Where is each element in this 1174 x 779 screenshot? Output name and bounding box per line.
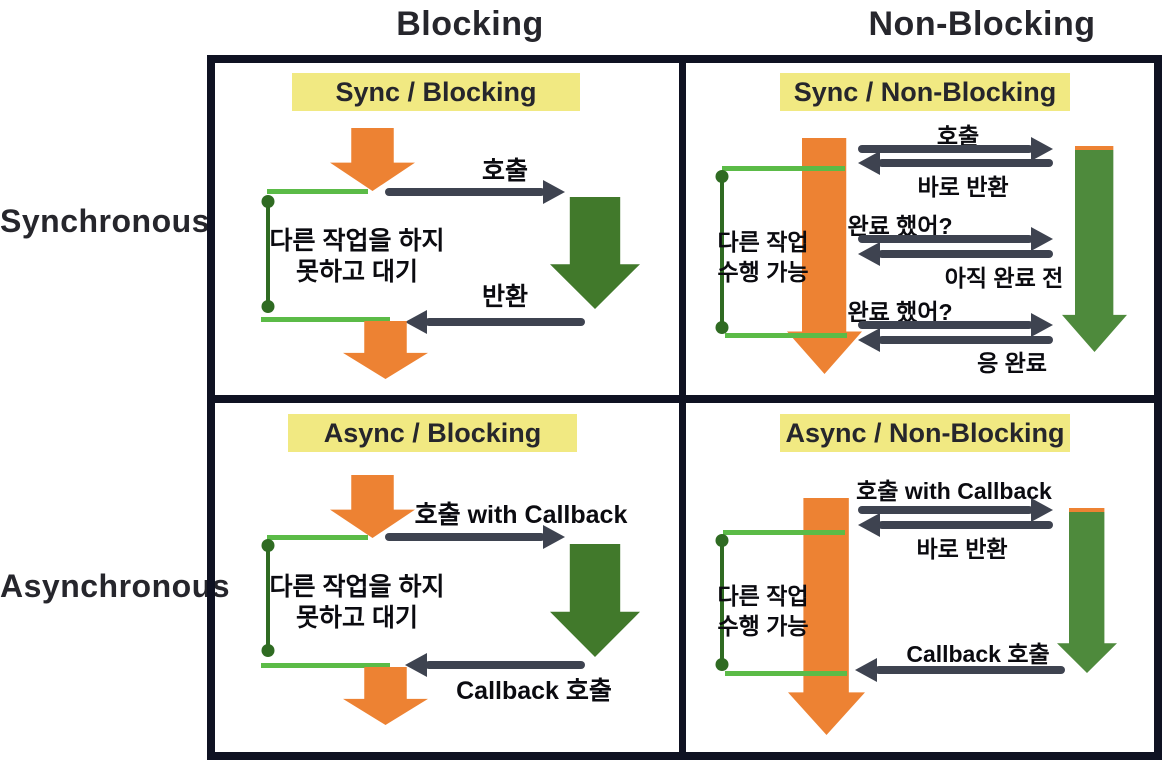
immediate-return-arrow-icon <box>878 521 1053 529</box>
resume-line <box>725 671 847 676</box>
call-with-callback-label: 호출 with Callback <box>856 478 1052 504</box>
row-header-synchronous: Synchronous <box>0 203 210 239</box>
grid-divider-vertical <box>679 55 686 760</box>
done-arrow-icon <box>878 336 1053 344</box>
free-work-line2: 수행 가능 <box>717 613 809 639</box>
title-sync-non-blocking: Sync / Non-Blocking <box>780 73 1070 111</box>
callback-arrow-icon <box>875 666 1065 674</box>
callback-arrow-icon <box>425 661 585 669</box>
title-async-blocking: Async / Blocking <box>288 414 577 452</box>
immediate-return-label: 바로 반환 <box>917 174 1009 200</box>
resume-line <box>261 663 390 668</box>
resume-line <box>267 189 368 194</box>
done-label: 응 완료 <box>977 350 1047 376</box>
free-work-text: 다른 작업 수행 가능 <box>711 227 815 287</box>
free-work-line1: 다른 작업 <box>717 229 809 255</box>
call-arrow-icon <box>385 188 545 196</box>
free-work-bracket-icon <box>720 540 724 665</box>
title-sync-blocking: Sync / Blocking <box>292 73 580 111</box>
call-arrow-icon <box>858 506 1033 514</box>
poll-arrow-icon <box>858 321 1033 329</box>
call-arrow-icon <box>858 145 1033 153</box>
not-done-label: 아직 완료 전 <box>944 265 1064 291</box>
call-with-callback-label: 호출 with Callback <box>414 501 628 529</box>
wait-text-line1: 다른 작업을 하지 <box>269 227 445 255</box>
immediate-return-label: 바로 반환 <box>916 536 1008 562</box>
resume-line <box>725 333 847 338</box>
free-work-bracket-icon <box>720 176 724 328</box>
callback-call-label: Callback 호출 <box>906 641 1050 667</box>
not-done-arrow-icon <box>878 250 1053 258</box>
poll-arrow-icon <box>858 235 1033 243</box>
immediate-return-arrow-icon <box>878 159 1053 167</box>
column-header-blocking: Blocking <box>396 5 544 43</box>
wait-text-line1: 다른 작업을 하지 <box>269 573 445 601</box>
title-async-non-blocking: Async / Non-Blocking <box>780 414 1070 452</box>
wait-text: 다른 작업을 하지 못하고 대기 <box>247 226 467 288</box>
column-header-non-blocking: Non-Blocking <box>868 5 1096 43</box>
free-work-text: 다른 작업 수행 가능 <box>711 581 815 641</box>
return-arrow-icon <box>425 318 585 326</box>
wait-text-line2: 못하고 대기 <box>296 258 418 286</box>
wait-text: 다른 작업을 하지 못하고 대기 <box>247 572 467 634</box>
callback-call-label: Callback 호출 <box>456 677 612 705</box>
resume-line <box>267 535 368 540</box>
row-header-asynchronous: Asynchronous <box>0 568 231 604</box>
wait-text-line2: 못하고 대기 <box>296 604 418 632</box>
grid-divider-horizontal <box>207 395 1162 403</box>
resume-line <box>723 530 845 535</box>
resume-line <box>261 317 390 322</box>
free-work-line1: 다른 작업 <box>717 583 809 609</box>
call-label: 호출 <box>481 157 528 185</box>
return-label: 반환 <box>481 283 528 311</box>
free-work-line2: 수행 가능 <box>717 259 809 285</box>
resume-line <box>722 166 845 171</box>
wait-bracket-icon <box>266 545 270 651</box>
call-arrow-icon <box>385 533 545 541</box>
wait-bracket-icon <box>266 201 270 307</box>
